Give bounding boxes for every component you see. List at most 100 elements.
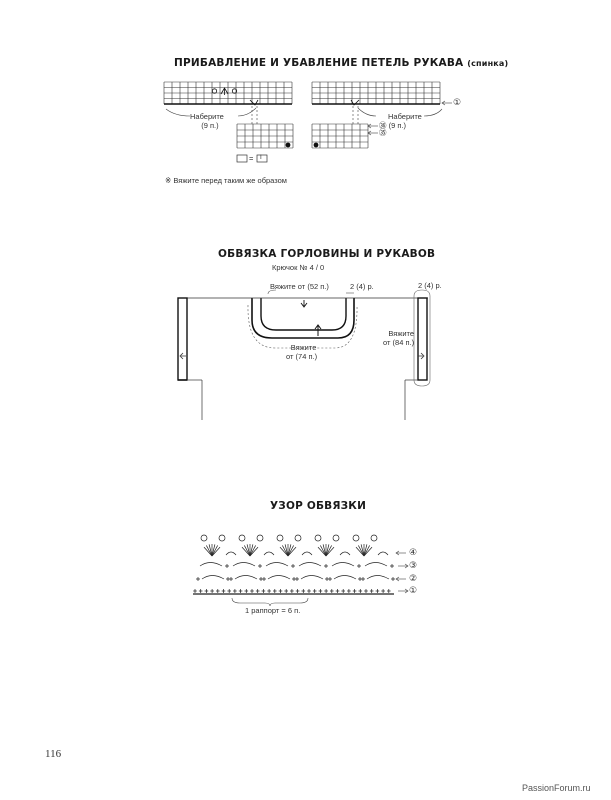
chain-arc-symbol	[377, 551, 389, 556]
single-crochet-symbol	[330, 589, 334, 593]
single-crochet-symbol	[295, 577, 299, 581]
chain-arc-symbol	[333, 575, 357, 580]
single-crochet-symbol	[198, 589, 203, 593]
single-crochet-symbol	[352, 589, 357, 593]
fan-stitch-symbol	[279, 546, 289, 557]
sleeve-label: Вяжите от (84 п.)	[383, 329, 415, 347]
single-crochet-symbol	[358, 589, 363, 593]
fan-stitch-symbol	[203, 546, 213, 557]
chain-arc-symbol	[300, 575, 324, 580]
single-crochet-symbol	[193, 589, 197, 593]
fan-stitch-symbol	[287, 546, 297, 557]
chain-arc-symbol	[225, 551, 237, 556]
single-crochet-symbol	[261, 589, 266, 593]
single-crochet-symbol	[357, 564, 361, 568]
fan-stitch-symbol	[363, 544, 368, 557]
chart-grid	[236, 123, 294, 149]
page-number: 116	[45, 748, 62, 760]
single-crochet-symbol	[318, 589, 323, 593]
fan-stitch-symbol	[287, 545, 294, 557]
repeat-label: 1 раппорт = 6 п.	[245, 606, 301, 615]
single-crochet-symbol	[361, 577, 365, 581]
left-cast-on-count: (9 п.)	[201, 121, 219, 130]
single-crochet-symbol	[295, 589, 300, 593]
chain-arc-symbol	[298, 562, 322, 567]
row-1-marker: ①	[453, 97, 462, 107]
neck-top-label: Вяжите от (52 п.)	[270, 282, 329, 291]
sleeve-rows-label: 2 (4) р.	[418, 281, 442, 290]
yarn-over-symbol	[231, 88, 238, 94]
chain-arc-symbol	[301, 551, 313, 556]
picot-symbol	[314, 534, 322, 542]
single-crochet-symbol	[324, 564, 328, 568]
fan-stitch-symbol	[249, 544, 254, 557]
picot-symbol	[370, 534, 378, 542]
chain-arc-symbol	[267, 575, 291, 580]
single-crochet-symbol	[273, 589, 277, 593]
row-35-marker: ㉟	[379, 128, 387, 137]
legend-empty-cell	[236, 154, 248, 163]
section2-title: ОБВЯЗКА ГОРЛОВИНЫ И РУКАВОВ	[218, 248, 436, 260]
chain-arc-symbol	[232, 562, 256, 567]
site-watermark: PassionForum.ru	[522, 783, 591, 793]
single-crochet-symbol	[258, 564, 262, 568]
single-crochet-symbol	[312, 589, 317, 593]
chain-arc-symbol	[199, 562, 223, 567]
section3-title: УЗОР ОБВЯЗКИ	[270, 500, 367, 512]
row-4-marker: ④	[409, 547, 418, 557]
chart-grid	[311, 123, 369, 149]
single-crochet-symbol	[196, 577, 200, 581]
legend-knit-cell	[256, 154, 268, 163]
row-36-marker: ㊱ (9 п.)	[379, 121, 406, 130]
picot-symbol	[256, 534, 264, 542]
fan-stitch-symbol	[241, 546, 251, 557]
bobble-symbol	[313, 142, 319, 148]
fan-stitch-symbol	[360, 544, 365, 557]
chain-arc-symbol	[234, 575, 258, 580]
fan-stitch-symbol	[211, 545, 218, 557]
single-crochet-symbol	[278, 589, 283, 593]
single-crochet-symbol	[284, 589, 288, 593]
fan-stitch-symbol	[284, 544, 289, 557]
single-crochet-symbol	[262, 577, 266, 581]
fan-stitch-symbol	[320, 545, 327, 557]
picot-symbol	[276, 534, 284, 542]
fan-stitch-symbol	[325, 545, 332, 557]
fan-stitch-symbol	[206, 545, 213, 557]
fan-stitch-symbol	[211, 546, 221, 557]
single-crochet-symbol	[364, 589, 368, 593]
picot-symbol	[294, 534, 302, 542]
single-crochet-symbol	[221, 589, 226, 593]
fan-stitch-symbol	[355, 546, 365, 557]
fan-stitch-symbol	[363, 545, 370, 557]
section1-title-suffix: (спинка)	[467, 59, 509, 68]
legend-equals: =	[249, 154, 254, 163]
front-note: ※ Вяжите перед таким же образом	[165, 176, 287, 185]
chain-arc-symbol	[331, 562, 355, 567]
single-crochet-symbol	[391, 577, 395, 581]
fan-stitch-symbol	[363, 546, 373, 557]
decrease-symbol	[220, 87, 229, 95]
fan-stitch-symbol	[287, 544, 292, 557]
picot-symbol	[218, 534, 226, 542]
fan-stitch-symbol	[282, 545, 289, 557]
single-crochet-symbol	[341, 589, 345, 593]
single-crochet-symbol	[369, 589, 374, 593]
single-crochet-symbol	[375, 589, 380, 593]
picot-symbol	[200, 534, 208, 542]
single-crochet-symbol	[229, 577, 233, 581]
row-1-marker-edging: ①	[409, 585, 418, 595]
legend-symbol: Ⅰ	[260, 155, 262, 161]
single-crochet-symbol	[204, 589, 209, 593]
single-crochet-symbol	[381, 589, 385, 593]
single-crochet-symbol	[347, 589, 351, 593]
single-crochet-symbol	[291, 564, 295, 568]
single-crochet-symbol	[225, 564, 229, 568]
right-cast-on-label: Наберите	[388, 112, 422, 121]
neck-bottom-label: Вяжите от (74 п.)	[286, 343, 318, 361]
single-crochet-symbol	[328, 577, 332, 581]
single-crochet-symbol	[233, 589, 237, 593]
fan-stitch-symbol	[325, 546, 335, 557]
chain-arc-symbol	[339, 551, 351, 556]
